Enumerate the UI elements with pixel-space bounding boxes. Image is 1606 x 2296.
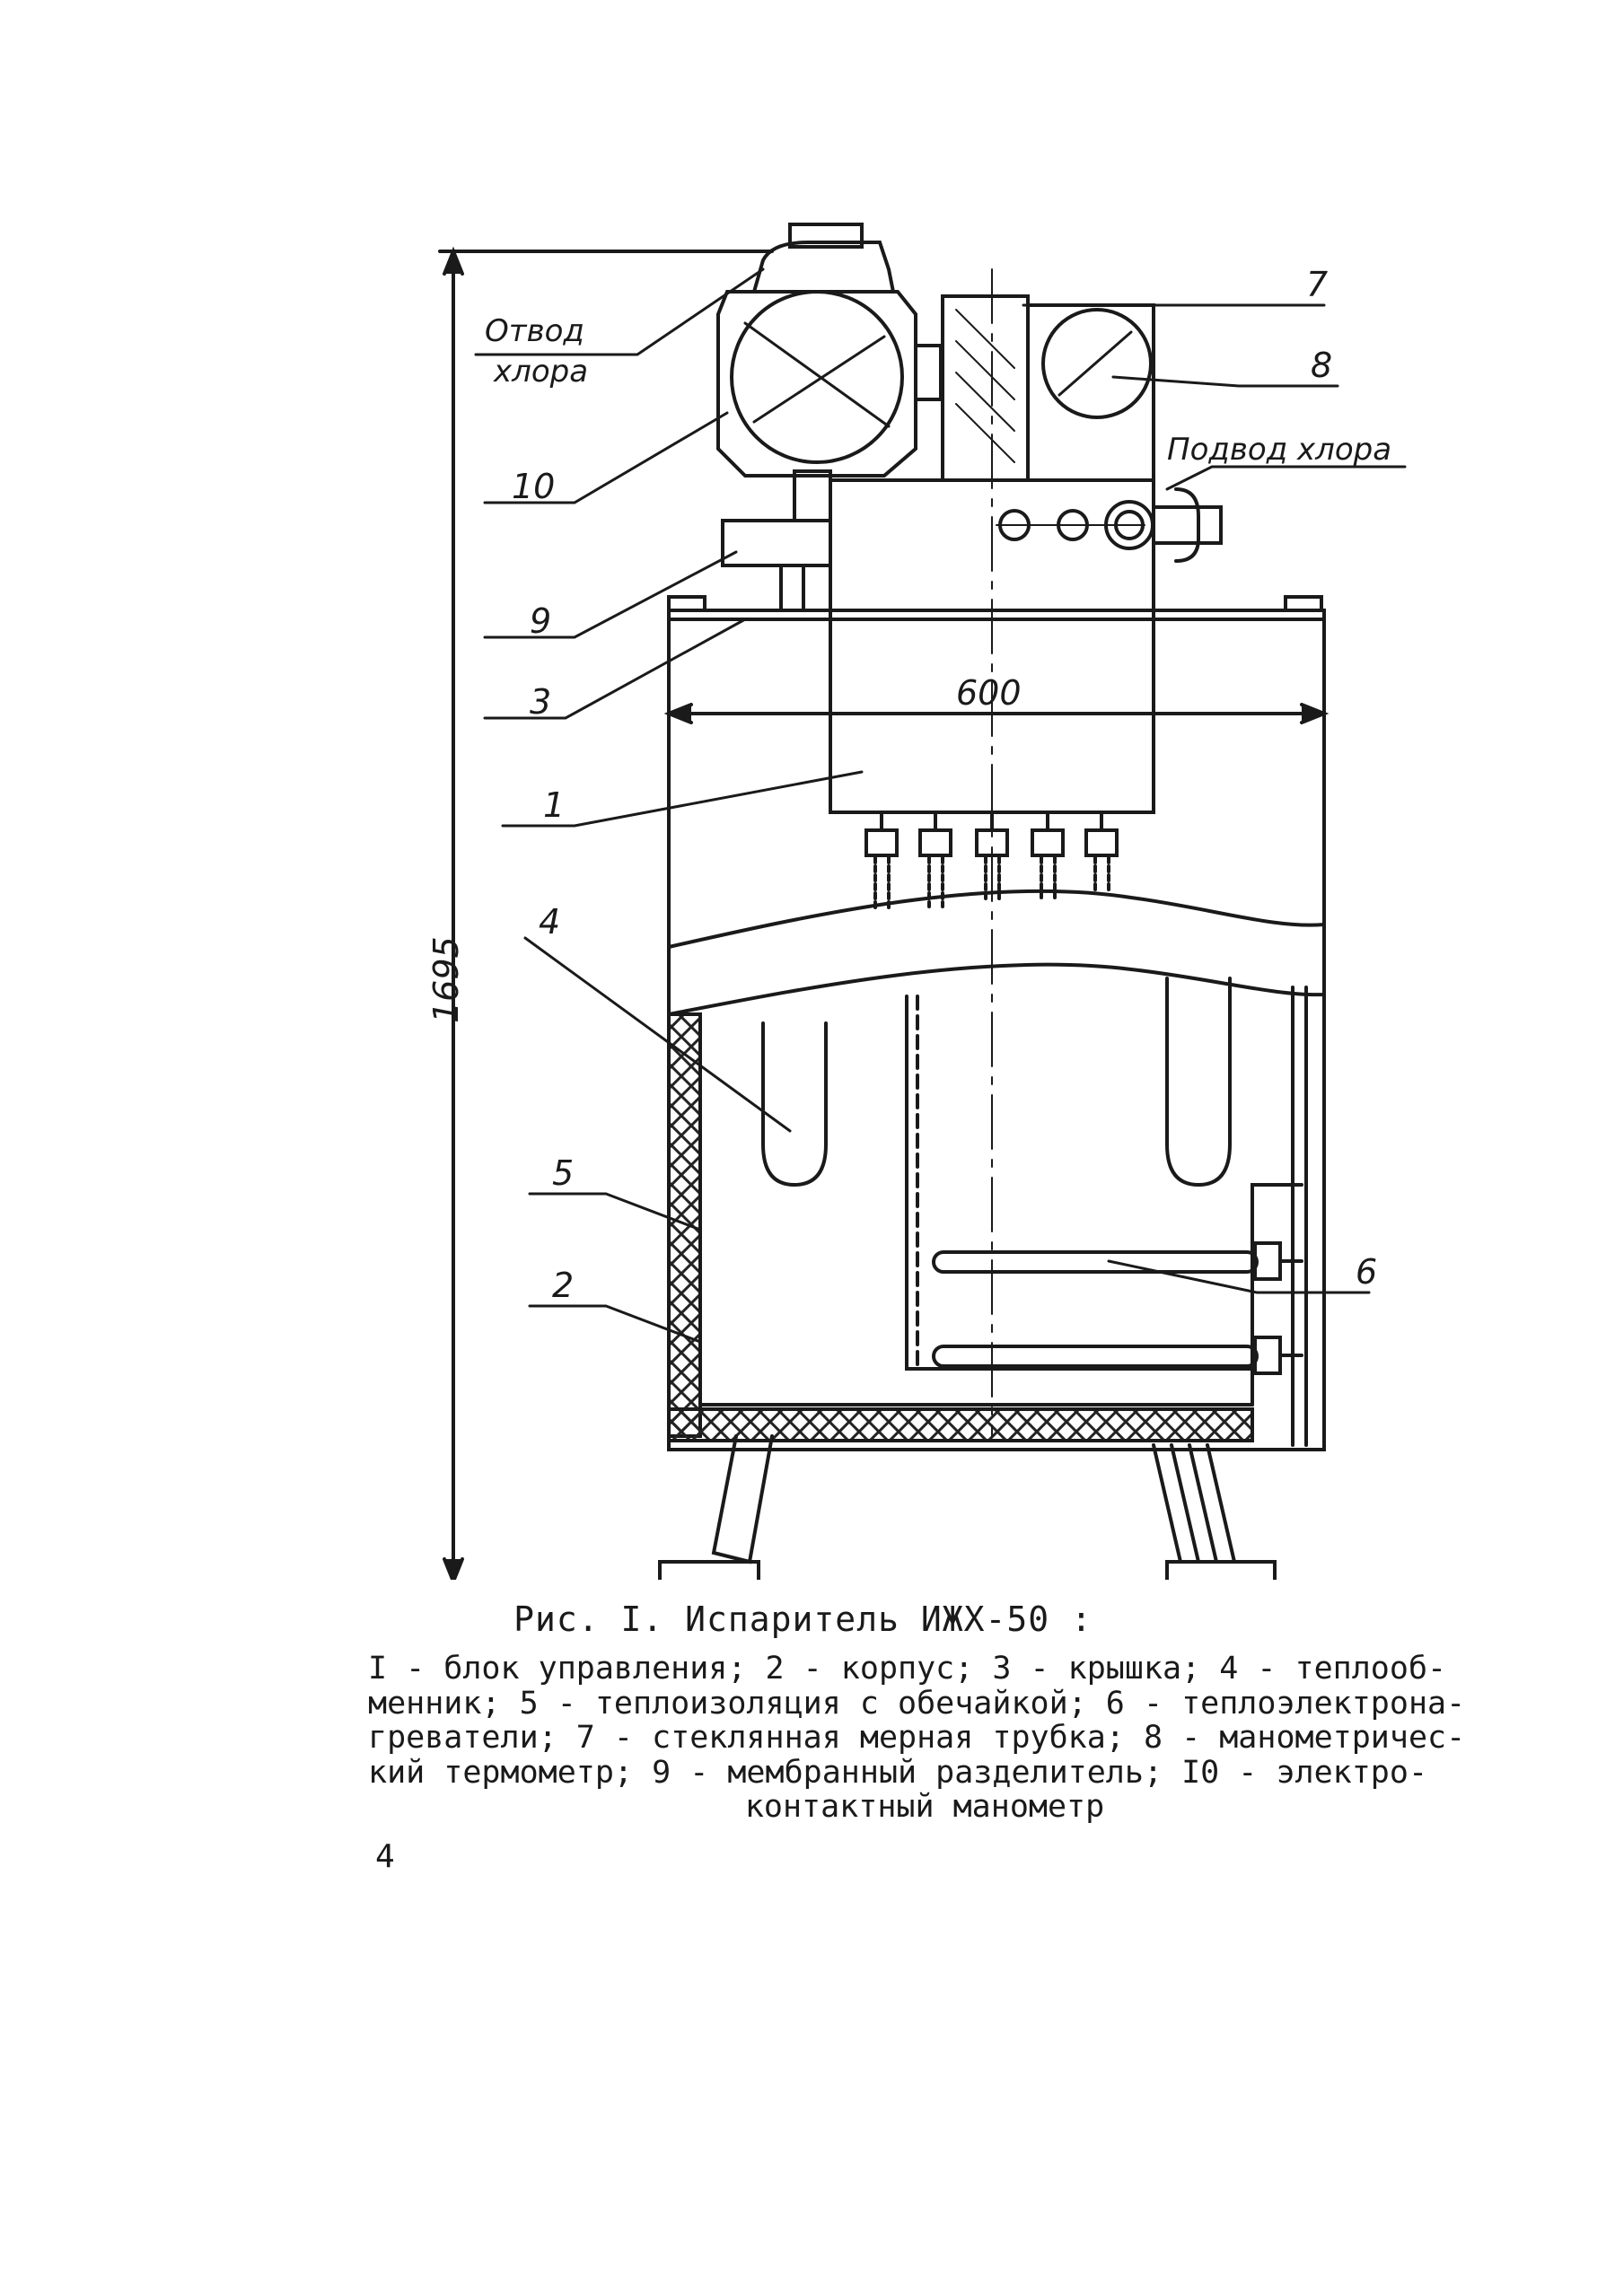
part-label-6: 6 [1356,1252,1377,1292]
chlorine-outlet-label-1: Отвод [485,313,584,349]
casing-body [667,268,1326,1451]
caption-line: контактный манометр [744,1789,1105,1825]
caption-line: кий термометр; 9 - мембранный разделител… [368,1754,1428,1791]
evaporator-drawing: Отвод хлора Подвод хлора 600 1695 1 2 3 … [426,223,1407,1580]
diagram-labels: Отвод хлора Подвод хлора 600 1695 1 2 3 … [426,265,1391,1305]
membrane-separator [721,469,832,612]
figure-caption: I - блок управления; 2 - корпус; 3 - кры… [368,1652,1481,1825]
manometric-thermometer [1026,303,1155,482]
caption-line: менник; 5 - теплоизоляция с обечайкой; 6… [368,1685,1466,1722]
glass-measuring-tube [941,294,1030,482]
caption-line: I - блок управления; 2 - корпус; 3 - кры… [368,1651,1447,1687]
part-label-3: 3 [530,682,551,722]
width-value: 600 [956,673,1022,713]
caption-line: греватели; 7 - стеклянная мерная трубка;… [368,1720,1466,1756]
legs [658,1434,1277,1580]
part-label-5: 5 [552,1153,574,1193]
electrocontact-manometer [716,223,943,478]
part-label-2: 2 [552,1266,574,1305]
width-dimension [663,703,1330,724]
height-value: 1695 [426,936,466,1023]
part-label-7: 7 [1306,265,1328,304]
chlorine-inlet-label: Подвод хлора [1167,432,1391,468]
height-dimension [438,246,774,1580]
part-label-4: 4 [539,902,560,942]
part-label-1: 1 [543,785,565,825]
page-number: 4 [375,1838,395,1875]
heating-elements [932,1241,1303,1375]
figure-title: Рис. I. Испаритель ИЖХ-50 : [513,1599,1093,1639]
chlorine-outlet-label-2: хлора [493,354,588,390]
heat-exchanger [761,977,1232,1187]
control-block [829,478,1155,913]
part-label-10: 10 [512,467,555,506]
leader-lines [474,267,1407,1344]
part-label-8: 8 [1311,346,1332,385]
part-label-9: 9 [530,601,551,641]
chlorine-inlet [1152,487,1223,563]
